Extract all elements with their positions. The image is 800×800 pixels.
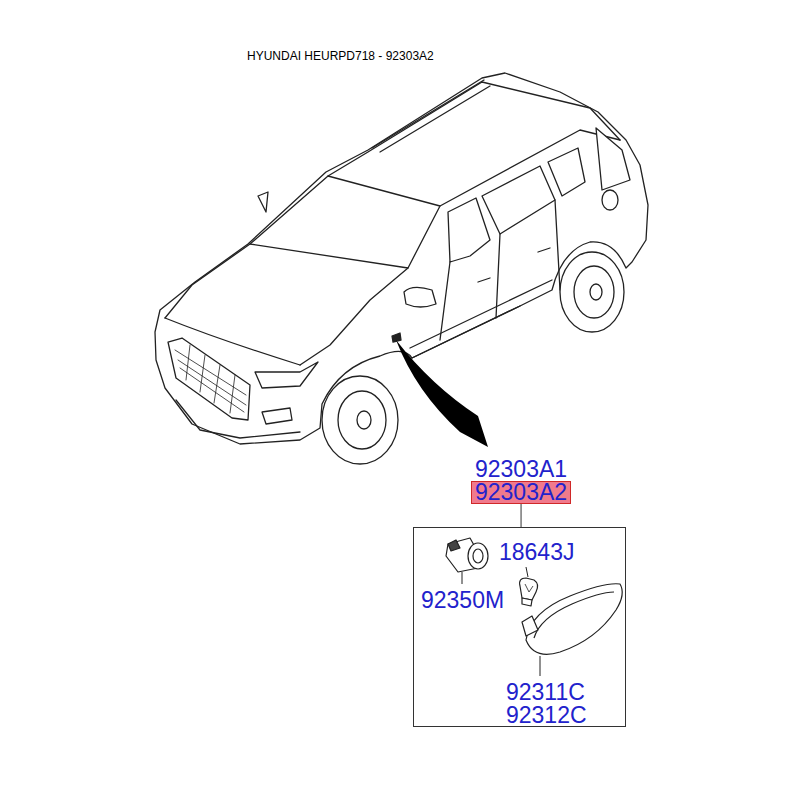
part-number: 92303A2 <box>475 482 567 503</box>
bulb-glass <box>520 578 538 600</box>
car-wheel <box>322 376 398 464</box>
car-window <box>548 148 585 196</box>
diagram-title: HYUNDAI HEURPD718 - 92303A2 <box>247 50 434 62</box>
car-hub <box>590 284 602 300</box>
car-mirror <box>404 287 436 307</box>
connector-stroke <box>521 504 522 527</box>
car-door-handle <box>478 248 550 282</box>
callout-number: 92303A1 <box>475 458 567 481</box>
car-headlight <box>255 362 318 388</box>
car-grille <box>168 338 250 420</box>
connector-line <box>521 504 522 527</box>
socket-face-inner <box>473 549 483 563</box>
car-body <box>155 73 648 444</box>
side-lamp-clip <box>522 616 538 636</box>
side-lamp-lens <box>534 592 614 638</box>
side-lamp <box>526 584 622 655</box>
callout-number: 92312C <box>506 704 587 727</box>
car-rim <box>574 266 614 318</box>
pointer-arrow <box>396 340 488 447</box>
car-windshield <box>250 176 440 268</box>
socket-lug <box>448 540 460 551</box>
car-hub <box>357 411 371 429</box>
car-fog-light <box>262 408 292 424</box>
car-rim <box>338 391 386 449</box>
car-window <box>448 198 490 262</box>
car-wheel <box>560 252 624 332</box>
leader-line <box>540 656 541 676</box>
bulb-base <box>522 598 532 606</box>
car-roof-rail <box>372 80 490 152</box>
bulb-filament <box>525 584 533 592</box>
leader-line <box>526 567 528 577</box>
highlight-tag: 92303A2 <box>471 481 571 504</box>
callout-number: 92350M <box>421 589 504 612</box>
car-hood <box>165 244 250 318</box>
car-bumper <box>176 400 300 438</box>
car-door-line <box>440 200 560 340</box>
callout-number: 18643J <box>499 541 574 564</box>
car-window <box>482 166 555 234</box>
car-hood <box>300 268 408 365</box>
socket-face <box>468 543 488 569</box>
car-rear-window <box>596 128 630 190</box>
callout-number: 92311C <box>506 681 585 704</box>
car-fuel-cap <box>602 190 618 210</box>
car-sill <box>410 280 552 358</box>
leader-line <box>462 572 463 584</box>
car-grille-mesh <box>175 345 246 413</box>
car-antenna <box>258 192 268 212</box>
parts-frame: 18643J 92350M 92311C92312C <box>413 527 626 727</box>
